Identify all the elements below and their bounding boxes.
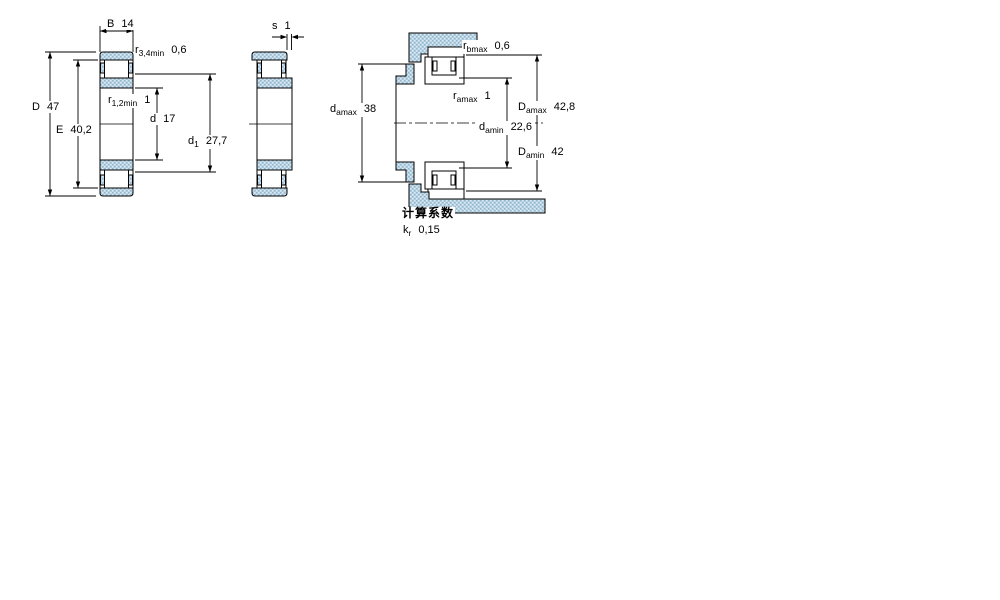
cage-bottom-left [257, 174, 262, 186]
cage-bottom-left [100, 174, 105, 186]
outer-ring-bottom [99, 187, 134, 197]
bearing-cross-section-figure [99, 51, 134, 197]
calculation-factors-title: 计算系数 [401, 206, 456, 221]
outer-ring-bottom [251, 187, 288, 197]
cage-bottom-right [281, 174, 286, 186]
cage-top-left [432, 60, 438, 72]
cage-top-right [128, 62, 133, 74]
inner-ring-top [99, 77, 134, 89]
middle-figure-dimensions [272, 34, 304, 50]
right-figure-dimensions [358, 54, 542, 192]
cage-bottom-right [128, 174, 133, 186]
shaft-abutment-bottom [395, 161, 415, 183]
cage-bottom-right [450, 174, 456, 186]
cage-top-right [450, 60, 456, 72]
mounting-dimensions-figure [394, 32, 546, 214]
outer-ring-bottom [427, 188, 465, 200]
housing-bottom [408, 183, 546, 214]
outer-ring-top [427, 46, 465, 58]
outer-ring-top [251, 51, 288, 61]
cage-top-left [100, 62, 105, 74]
roller-top [431, 56, 457, 76]
shaft-abutment-top [395, 63, 415, 85]
cage-bottom-left [432, 174, 438, 186]
inner-ring-bottom [99, 159, 134, 171]
axial-displacement-figure [249, 51, 293, 197]
cage-top-left [257, 62, 262, 74]
roller-bottom [104, 169, 129, 189]
roller-bottom [261, 169, 282, 189]
roller-top [104, 59, 129, 79]
cage-top-right [281, 62, 286, 74]
inner-ring-bottom [256, 159, 293, 171]
outer-ring-top [99, 51, 134, 61]
roller-top [261, 59, 282, 79]
inner-ring-top [256, 77, 293, 89]
